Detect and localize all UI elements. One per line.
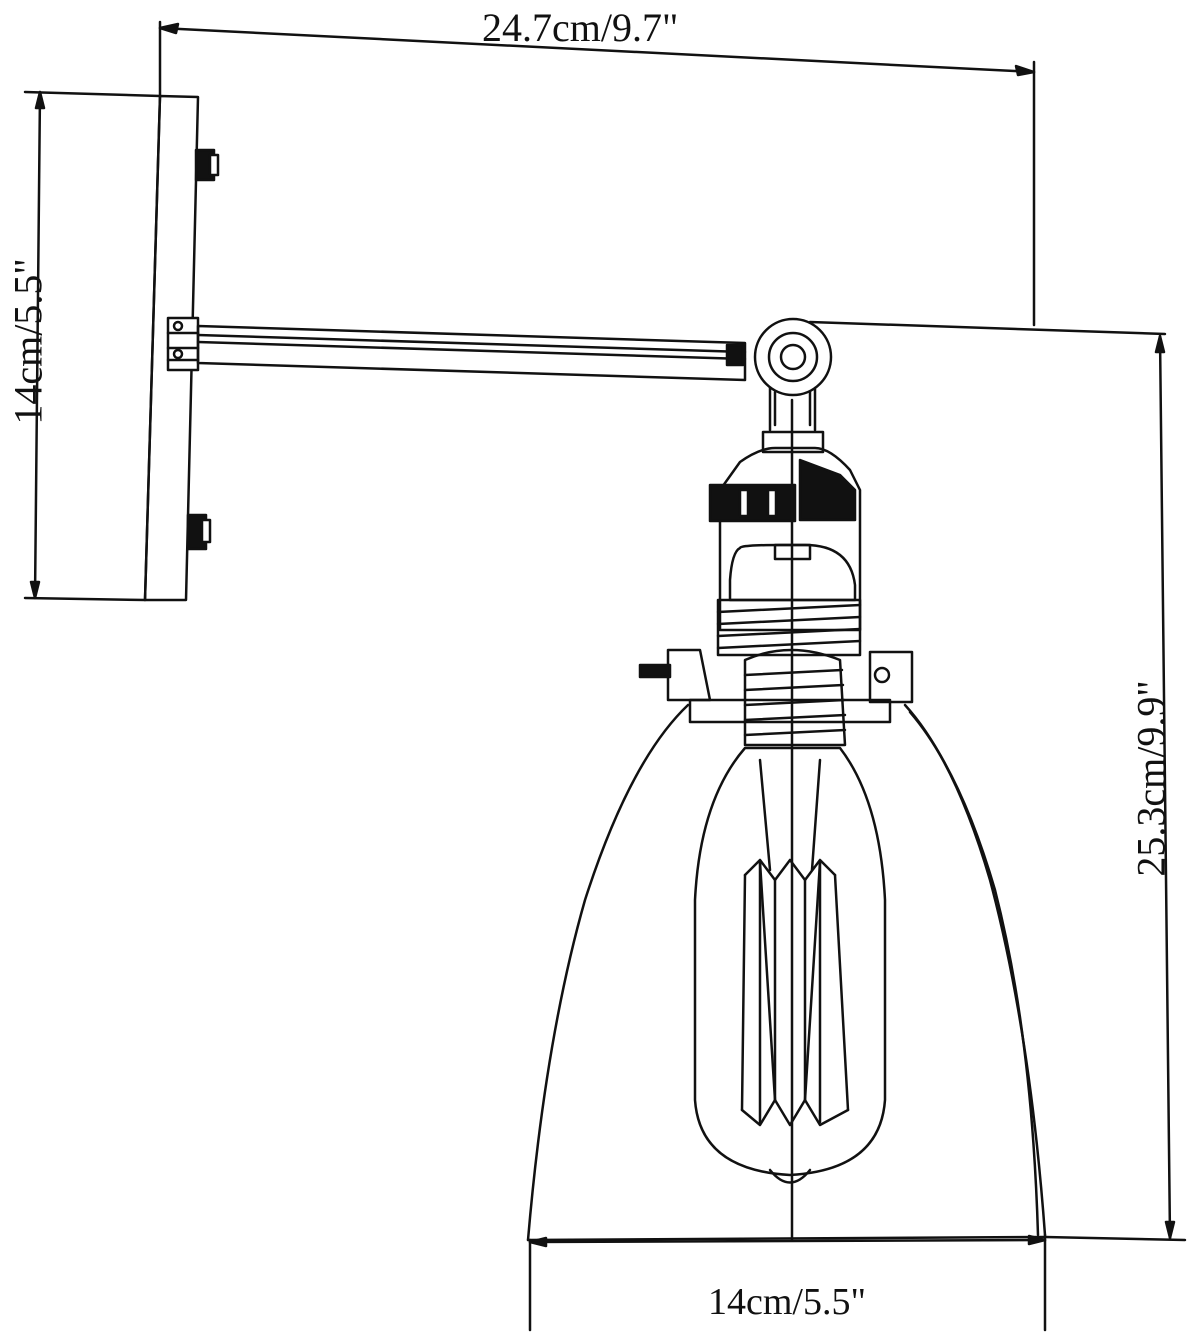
overall-width-dimension: [160, 22, 1034, 325]
backplate-height-dimension: [25, 92, 160, 600]
top-screw-icon: [196, 150, 218, 180]
overall-height-label: 25.3cm/9.9": [1128, 680, 1174, 877]
knuckle-joint: [755, 319, 831, 452]
edison-bulb: [695, 748, 885, 1183]
backplate-height-label: 14cm/5.5": [5, 258, 51, 425]
shade-diameter-label: 14cm/5.5": [708, 1281, 866, 1323]
overall-height-dimension: [810, 322, 1185, 1240]
bottom-screw-icon: [188, 515, 210, 549]
wall-backplate: [145, 96, 218, 600]
swing-arm: [168, 318, 745, 380]
overall-width-label: 24.7cm/9.7": [482, 5, 679, 50]
glass-shade: [528, 400, 1045, 1240]
lamp-socket: [640, 448, 912, 745]
